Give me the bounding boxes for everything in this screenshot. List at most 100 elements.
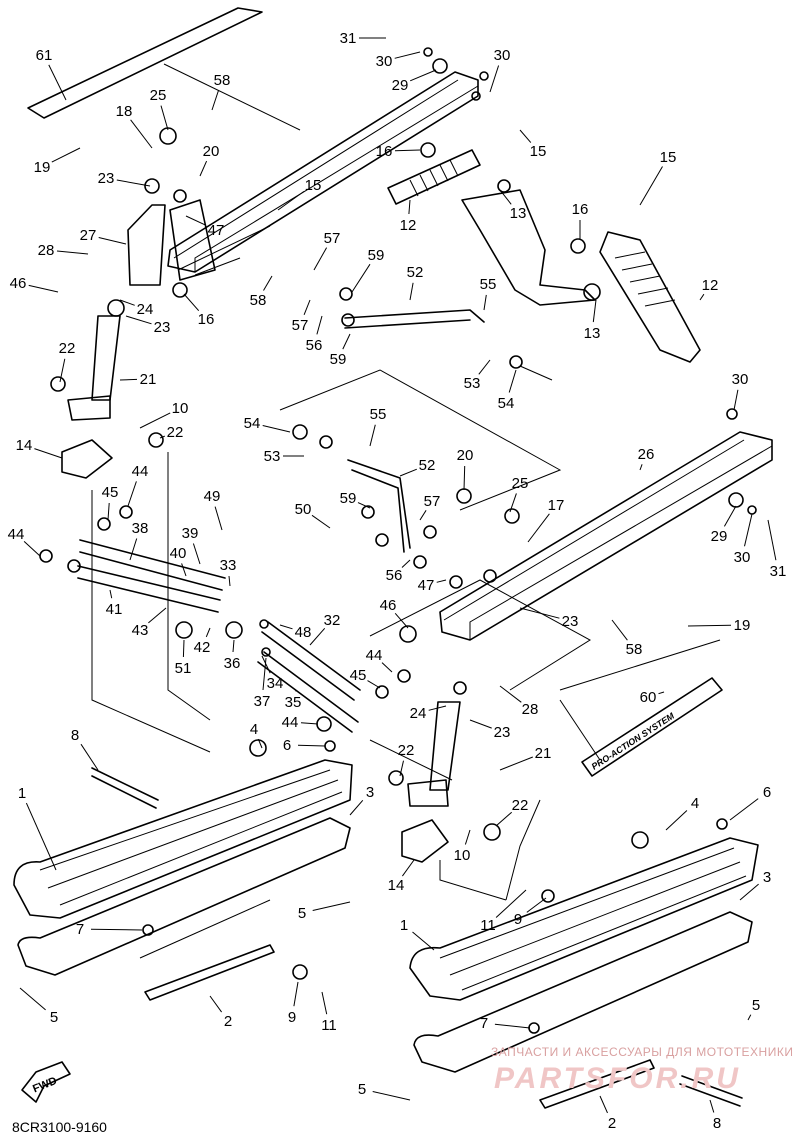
wear-bar-2-left [145,945,274,1000]
callout-group: 1122334455556677889910101111121213131414… [8,30,787,1132]
callout-label: 16 [376,143,393,160]
callout-47: 47 [418,577,446,594]
callout-label: 12 [400,217,417,234]
decal-60-text: PRO-ACTION SYSTEM [590,710,677,771]
watermark-line: ЗАПЧАСТИ И АКСЕССУАРЫ ДЛЯ МОТОТЕХНИКИ [491,1045,793,1059]
spindle-21-left [92,316,120,400]
callout-label: 18 [116,103,133,120]
callout-35: 35 [285,690,302,711]
ski-3-left [18,818,350,975]
callout-5: 5 [748,997,760,1020]
callout-label: 42 [194,639,211,656]
callout-label: 11 [480,917,496,934]
callout-leader [400,469,417,476]
callout-leader [479,360,490,374]
callout-leader [420,510,426,520]
callout-leader [370,425,375,446]
callout-29: 29 [711,506,736,545]
callout-15: 15 [640,149,676,205]
callout-leader [130,539,137,561]
callout-leader [409,200,410,214]
callout-2: 2 [600,1096,616,1132]
callout-16: 16 [572,201,589,240]
callout-label: 49 [204,488,221,505]
callout-7: 7 [480,1015,530,1032]
fwd-arrow: FWD [22,1062,70,1102]
callout-leader [368,681,381,688]
callout-36: 36 [224,640,241,672]
callout-label: 24 [137,301,154,318]
callout-label: 8 [713,1115,721,1132]
callout-leader [768,520,776,560]
callout-leader [500,757,533,770]
callout-leader [666,811,687,831]
callout-label: 9 [288,1009,296,1026]
callout-leader [193,544,200,565]
callout-24: 24 [120,300,153,318]
callout-leader [182,563,186,576]
callout-leader [470,720,492,728]
callout-leader [640,167,663,206]
callout-leader [233,640,234,652]
callout-label: 59 [330,351,347,368]
callout-leader [734,390,738,410]
callout-25: 25 [510,475,528,512]
callout-label: 5 [50,1009,58,1026]
callout-label: 40 [170,545,187,562]
callout-label: 54 [498,395,515,412]
callout-leader [280,625,293,629]
callout-6: 6 [283,737,325,754]
callout-11: 11 [321,992,337,1034]
callout-49: 49 [204,488,222,530]
callout-label: 16 [198,311,215,328]
callout-label: 30 [734,549,751,566]
callout-15: 15 [278,177,321,210]
callout-label: 46 [10,275,27,292]
callout-50: 50 [295,501,330,528]
callout-label: 22 [167,424,184,441]
callout-label: 15 [660,149,677,166]
callout-leader [91,929,142,930]
callout-label: 14 [16,437,33,454]
callout-label: 25 [150,87,167,104]
callout-label: 57 [292,317,309,334]
diagram-code: 8CR3100-9160 [12,1119,107,1135]
callout-31: 31 [768,520,786,580]
callout-20: 20 [457,447,474,490]
callout-12: 12 [700,277,718,300]
callout-leader [215,507,222,530]
callout-28: 28 [500,686,538,718]
decal-strip-61 [28,8,262,118]
callout-3: 3 [350,784,374,815]
callout-leader [298,745,325,746]
callout-22: 22 [398,742,415,776]
callout-label: 58 [250,292,267,309]
callout-23: 23 [470,720,510,741]
callout-leader [229,576,230,586]
callout-label: 19 [34,159,51,176]
callout-29: 29 [392,70,436,94]
callout-leader [640,464,642,470]
callout-leader [304,300,310,315]
callout-label: 7 [76,921,84,938]
callout-label: 56 [306,337,323,354]
callout-leader [206,628,210,637]
callout-30: 30 [734,514,752,566]
callout-leader [314,248,327,270]
callout-leader [402,560,410,568]
callout-label: 35 [285,694,302,711]
callout-4: 4 [666,795,699,830]
callout-27: 27 [80,227,126,244]
callout-label: 53 [464,375,481,392]
callout-label: 36 [224,655,241,672]
callout-22: 22 [496,797,528,826]
callout-label: 47 [418,577,435,594]
callout-leader [131,120,152,148]
callout-28: 28 [38,242,88,259]
callout-19: 19 [34,148,80,176]
callout-1: 1 [400,917,434,950]
callout-label: 21 [535,745,552,762]
callout-13: 13 [584,300,601,342]
callout-20: 20 [200,143,219,176]
callout-1: 1 [18,785,56,870]
